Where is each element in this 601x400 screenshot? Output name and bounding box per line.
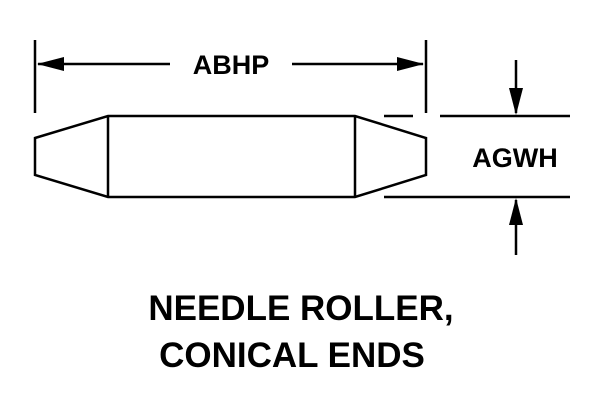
diameter-dimension: AGWH <box>384 60 570 255</box>
roller-outline <box>33 114 428 199</box>
roller-body <box>33 114 428 199</box>
diameter-arrow-bottom <box>509 198 523 225</box>
length-arrow-left <box>37 57 64 71</box>
diameter-arrow-top <box>509 88 523 115</box>
caption-line-1: NEEDLE ROLLER, <box>148 289 453 328</box>
caption-line-2: CONICAL ENDS <box>159 336 425 375</box>
length-arrow-right <box>397 57 424 71</box>
length-dimension: ABHP <box>33 40 428 113</box>
length-label: ABHP <box>193 50 270 80</box>
caption: NEEDLE ROLLER, CONICAL ENDS <box>148 289 453 375</box>
diameter-label: AGWH <box>472 143 557 173</box>
